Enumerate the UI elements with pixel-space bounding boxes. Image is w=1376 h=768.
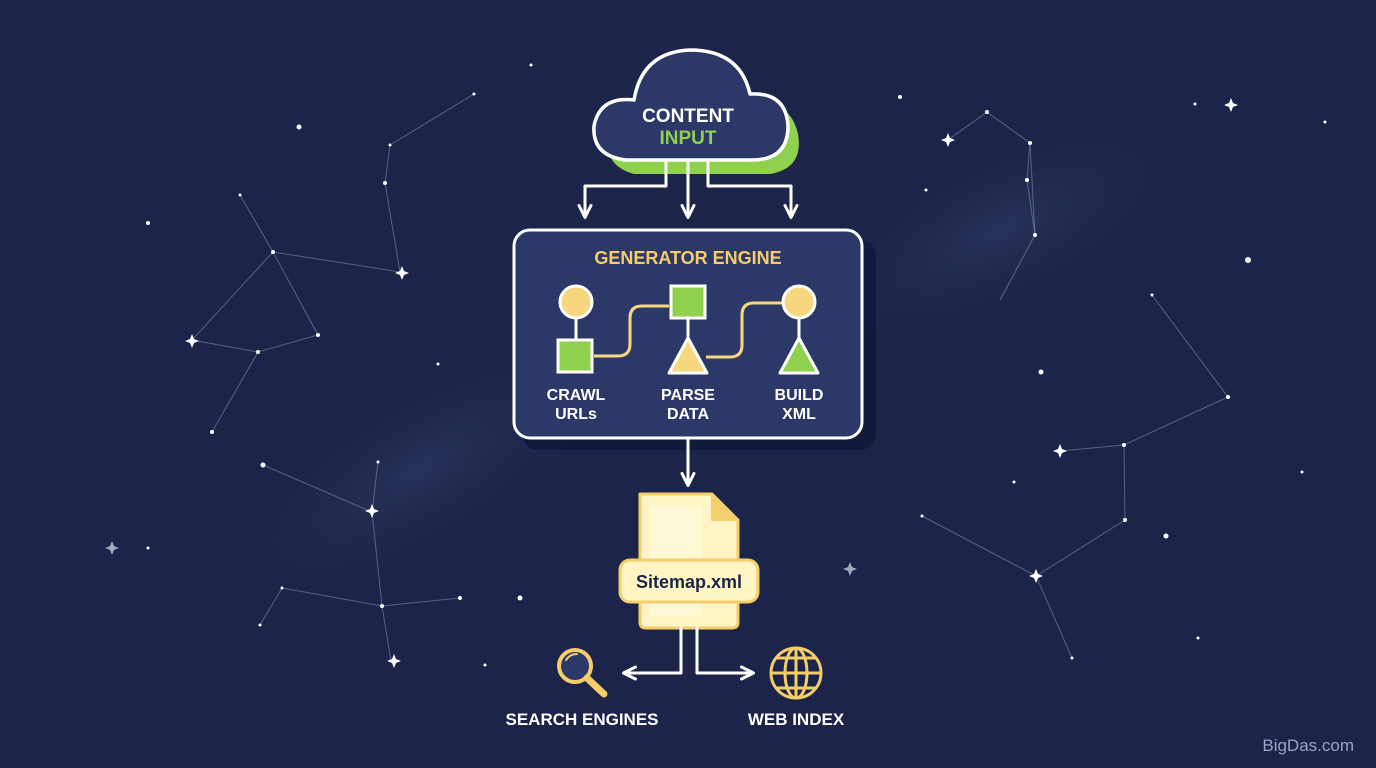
file-corner-fold (711, 493, 739, 521)
output-label-search-engines: SEARCH ENGINES (505, 710, 658, 729)
build-circle-icon (781, 284, 817, 320)
input-arrows (577, 161, 799, 219)
output-arrows (622, 626, 755, 681)
arrow-input-left (577, 161, 668, 219)
sitemap-file: Sitemap.xml (618, 492, 760, 630)
arrow-input-right (706, 161, 799, 219)
engine-title: GENERATOR ENGINE (594, 248, 781, 268)
parse-triangle-icon (667, 336, 709, 375)
step-label-crawl-1: CRAWL (547, 387, 606, 404)
cloud-label-line1: CONTENT (642, 106, 734, 127)
build-triangle-icon (778, 336, 820, 375)
generator-engine-panel: GENERATOR ENGINE CRAWL URLs PARSE DATA B… (512, 228, 876, 450)
arrow-to-search-engines (622, 626, 683, 681)
stars (146, 63, 1327, 667)
magnifier-icon (557, 648, 608, 698)
step-connector-1 (594, 304, 669, 358)
step-label-parse-1: PARSE (661, 387, 715, 404)
globe-icon (769, 646, 823, 700)
watermark: BigDas.com (1262, 736, 1354, 755)
cloud-label-line2: INPUT (660, 128, 717, 149)
sparkle-stars (105, 98, 1238, 668)
arrow-to-web-index (695, 626, 755, 681)
step-connector-2 (706, 301, 782, 359)
step-label-build-2: XML (782, 406, 816, 423)
step-label-parse-2: DATA (667, 406, 710, 423)
parse-square-icon (669, 284, 707, 320)
file-label-badge (618, 558, 760, 604)
crawl-square-icon (556, 338, 594, 374)
file-label: Sitemap.xml (636, 572, 742, 592)
content-input-cloud: CONTENT INPUT (592, 48, 799, 174)
cloud-icon (592, 48, 790, 162)
crawl-circle-icon (558, 284, 594, 320)
step-label-crawl-2: URLs (555, 406, 597, 423)
step-label-build-1: BUILD (775, 387, 824, 404)
output-label-web-index: WEB INDEX (748, 710, 845, 729)
